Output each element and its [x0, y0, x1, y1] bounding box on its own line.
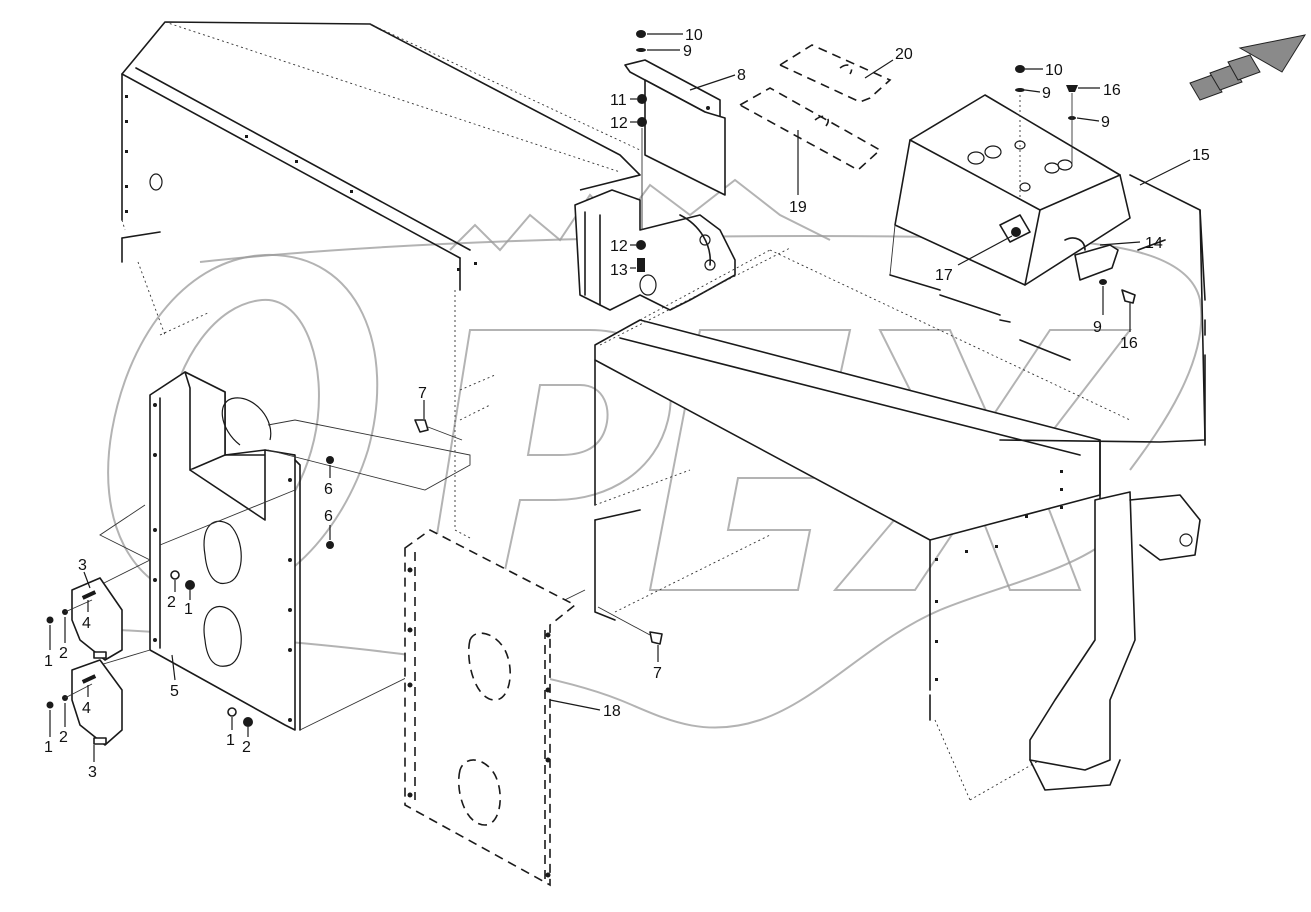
callout-2: 2: [167, 594, 176, 611]
part-8-bent-plate: [624, 59, 726, 196]
parts-19-20-pads: [738, 44, 892, 171]
callout-labels: 10 9 8 11 12 12 13 19 20 10 9 16 9 15 14…: [44, 27, 1210, 781]
callout-7: 7: [653, 665, 662, 682]
part-18-dashed-plate: [404, 529, 577, 887]
callout-1: 1: [226, 732, 235, 749]
callout-16: 16: [1120, 335, 1138, 352]
callout-9: 9: [1093, 319, 1102, 336]
callout-3: 3: [88, 764, 97, 781]
background-housing: [121, 21, 641, 539]
callout-9: 9: [683, 43, 692, 60]
callout-18: 18: [603, 703, 621, 720]
callout-20: 20: [895, 46, 913, 63]
leader-lines: [49, 33, 1191, 762]
callout-7: 7: [418, 385, 427, 402]
callout-2: 2: [59, 645, 68, 662]
callout-4: 4: [82, 615, 91, 632]
part-5-plate: [99, 371, 586, 731]
callout-9: 9: [1042, 85, 1051, 102]
callout-5: 5: [170, 683, 179, 700]
fasteners: [46, 30, 1136, 727]
callout-15: 15: [1192, 147, 1210, 164]
callout-6: 6: [324, 481, 333, 498]
callout-8: 8: [737, 67, 746, 84]
callout-10: 10: [1045, 62, 1063, 79]
part-15-box-cover: [889, 94, 1206, 446]
callout-12: 12: [610, 115, 628, 132]
direction-arrow-icon: [1189, 34, 1307, 101]
callout-2: 2: [242, 739, 251, 756]
callout-6: 6: [324, 508, 333, 525]
center-bracket: [574, 189, 736, 311]
callout-3: 3: [78, 557, 87, 574]
callout-9: 9: [1101, 114, 1110, 131]
callout-19: 19: [789, 199, 807, 216]
callout-2: 2: [59, 729, 68, 746]
callout-14: 14: [1145, 235, 1163, 252]
callout-1: 1: [44, 653, 53, 670]
callout-12: 12: [610, 238, 628, 255]
callout-1: 1: [184, 601, 193, 618]
callout-17: 17: [935, 267, 953, 284]
callout-16: 16: [1103, 82, 1121, 99]
part-3-covers: [71, 577, 123, 746]
callout-4: 4: [82, 700, 91, 717]
callout-10: 10: [685, 27, 703, 44]
main-frame-rail: [594, 247, 1201, 801]
callout-1: 1: [44, 739, 53, 756]
callout-11: 11: [610, 92, 627, 109]
callout-13: 13: [610, 262, 628, 279]
